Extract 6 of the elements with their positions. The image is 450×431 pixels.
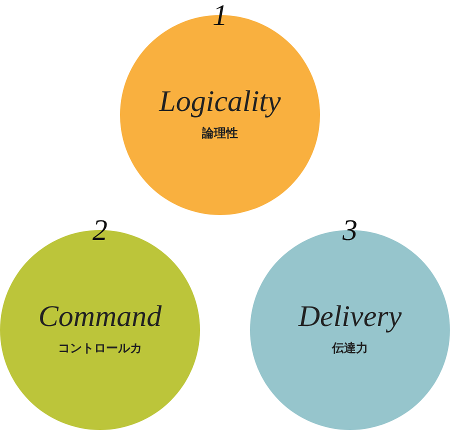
node-title: Command [38, 300, 162, 334]
node-subtitle: 伝達力 [332, 340, 368, 356]
node-title: Logicality [159, 85, 281, 119]
node-subtitle: 論理性 [202, 125, 238, 141]
node-title: Delivery [298, 300, 402, 334]
node-subtitle: コントロールカ [58, 340, 142, 356]
